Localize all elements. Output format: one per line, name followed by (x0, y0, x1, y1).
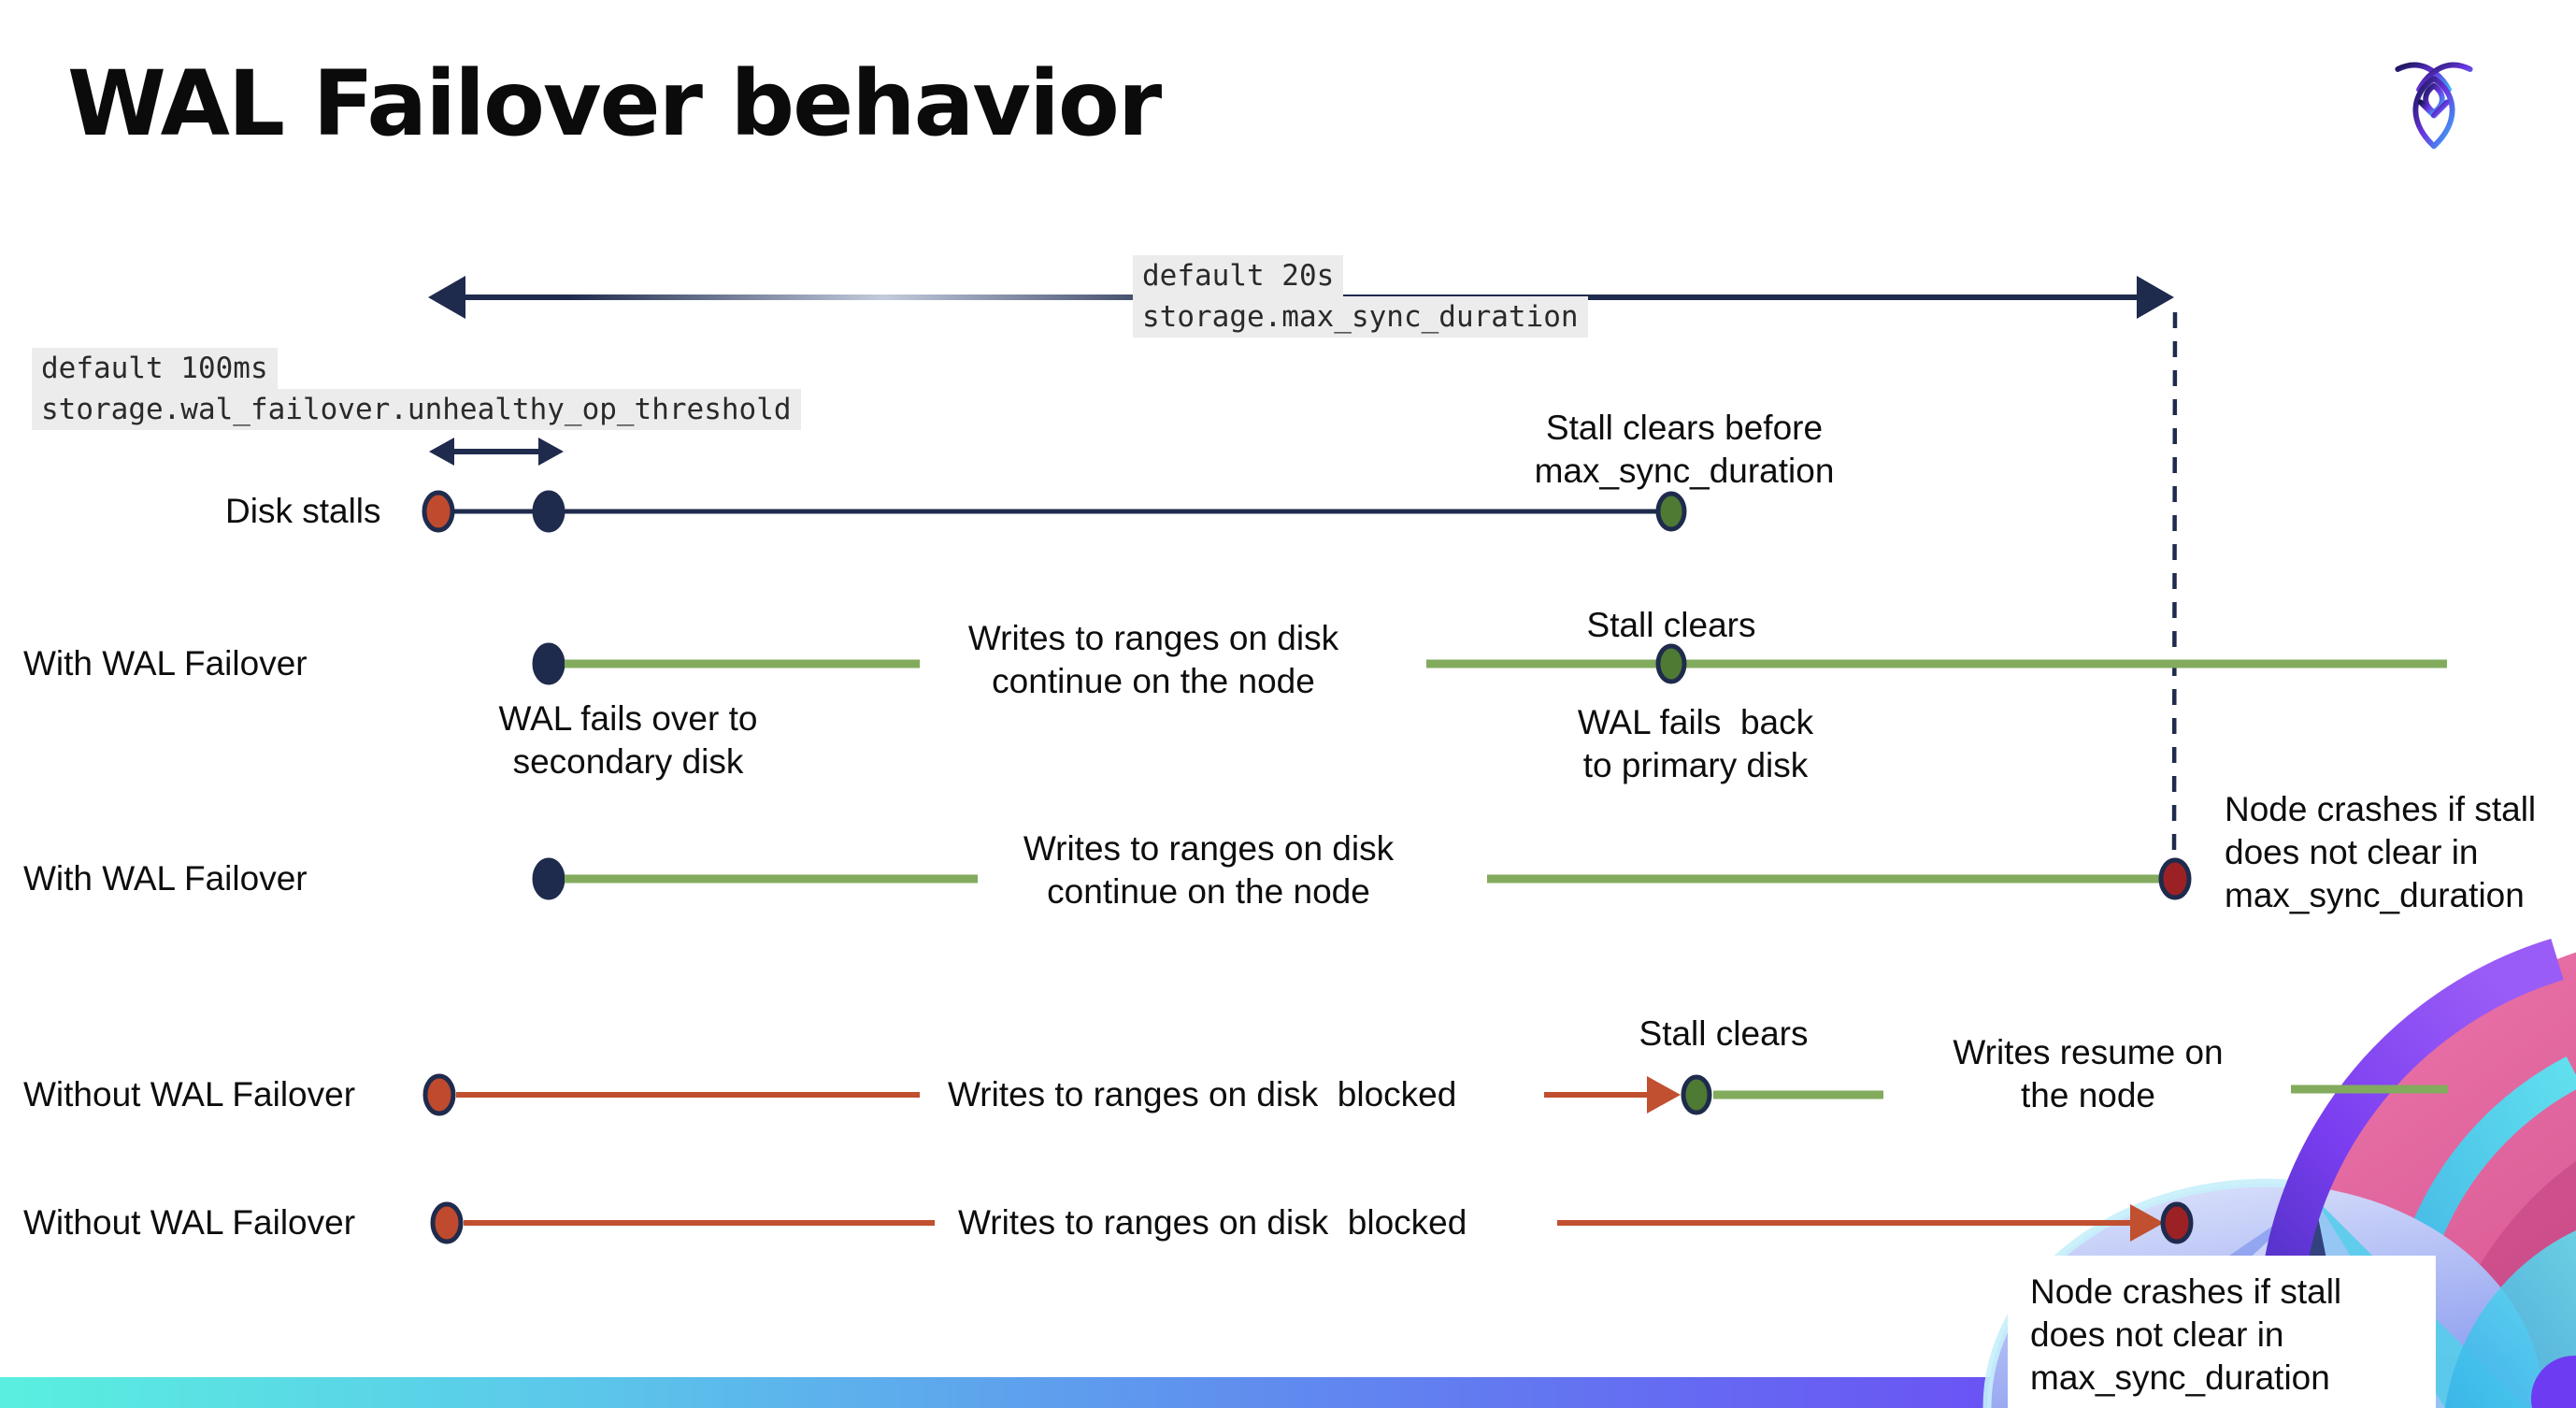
artwork-corner-blob (2531, 1356, 2576, 1408)
failover-threshold-dot (532, 490, 565, 533)
arrowhead-right-icon (2137, 276, 2174, 319)
stall-start-dot (422, 490, 455, 533)
failover-dot (532, 857, 565, 900)
artwork-dome-rim (1982, 1178, 2315, 1408)
arrowhead-left-icon (428, 276, 465, 319)
artwork-corner-swoosh (2445, 1230, 2576, 1408)
node-crash-dot (2158, 857, 2192, 900)
stall-start-dot (422, 1073, 456, 1116)
crash-note: Node crashes if stall does not clear in … (2030, 1272, 2342, 1397)
stall-start-dot (430, 1201, 464, 1244)
crash-callout-box: Node crashes if stall does not clear in … (2008, 1256, 2436, 1408)
arrowhead-right-icon (2130, 1204, 2164, 1242)
stall-clears-dot (1655, 491, 1687, 532)
arrowhead-right-icon (538, 438, 564, 466)
node-crash-dot (2160, 1201, 2194, 1244)
stall-clears-dot (1681, 1074, 1712, 1115)
max-sync-deadline-dashed-line (2171, 311, 2178, 857)
arrowhead-left-icon (429, 438, 454, 466)
arrowhead-right-icon (1647, 1076, 1681, 1113)
cockroachdb-logo-icon (2395, 62, 2473, 150)
stall-clears-dot (1655, 643, 1687, 684)
failover-dot (532, 642, 565, 685)
